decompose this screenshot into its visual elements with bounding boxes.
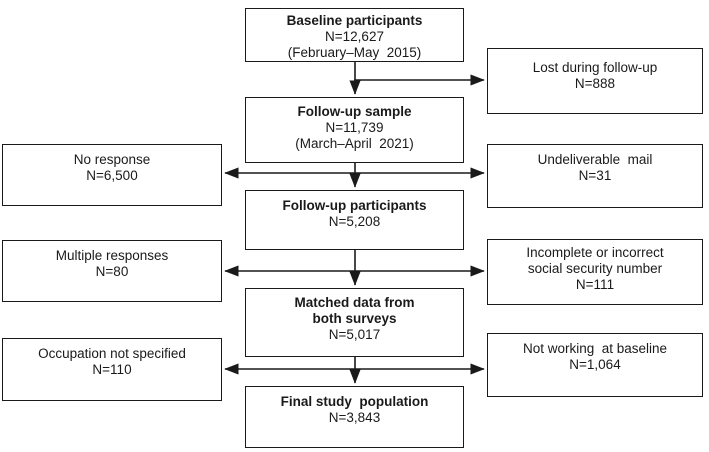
box-count: N=110: [92, 362, 132, 377]
box-final-study-population: Final study population N=3,843: [245, 386, 464, 448]
box-count: N=5,208: [328, 214, 381, 229]
box-no-response: No response N=6,500: [2, 144, 222, 206]
box-label: Multiple responses: [55, 248, 169, 263]
box-count: N=888: [574, 76, 616, 91]
box-not-working-at-baseline: Not working at baseline N=1,064: [487, 333, 703, 397]
box-label: No response: [73, 152, 151, 167]
box-date-range: (March–April 2021): [295, 136, 414, 151]
box-incomplete-ssn: Incomplete or incorrect social security …: [487, 239, 703, 305]
box-title: both surveys: [312, 311, 397, 326]
box-date-range: (February–May 2015): [287, 45, 422, 60]
box-followup-participants: Follow-up participants N=5,208: [245, 190, 464, 250]
box-title: Follow-up participants: [282, 198, 427, 213]
box-title: Follow-up sample: [297, 104, 412, 119]
box-count: N=11,739: [325, 120, 384, 135]
box-count: N=1,064: [569, 357, 621, 372]
box-label: Undeliverable mail: [537, 152, 653, 167]
box-matched-data: Matched data from both surveys N=5,017: [245, 288, 464, 357]
box-title: Final study population: [280, 394, 429, 409]
box-lost-during-followup: Lost during follow-up N=888: [487, 48, 703, 114]
box-count: N=111: [575, 277, 615, 292]
box-occupation-not-specified: Occupation not specified N=110: [2, 338, 222, 401]
box-followup-sample: Follow-up sample N=11,739 (March–April 2…: [245, 97, 464, 163]
box-title: Baseline participants: [286, 13, 423, 28]
box-count: N=6,500: [86, 168, 138, 183]
box-baseline-participants: Baseline participants N=12,627 (February…: [245, 8, 464, 62]
box-title: Matched data from: [294, 295, 415, 310]
box-label: Not working at baseline: [522, 341, 668, 356]
box-count: N=12,627: [325, 29, 384, 44]
box-label: Lost during follow-up: [532, 60, 658, 75]
box-multiple-responses: Multiple responses N=80: [2, 240, 222, 302]
box-label: Occupation not specified: [38, 346, 186, 361]
box-count: N=80: [95, 264, 129, 279]
box-label: social security number: [527, 261, 663, 276]
box-count: N=5,017: [328, 327, 381, 342]
box-count: N=3,843: [328, 410, 381, 425]
box-count: N=31: [578, 168, 612, 183]
box-label: Incomplete or incorrect: [526, 245, 664, 260]
box-undeliverable-mail: Undeliverable mail N=31: [487, 144, 703, 208]
